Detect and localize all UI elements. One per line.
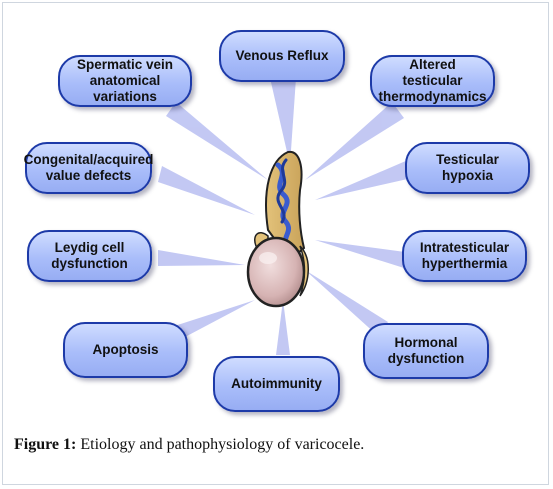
ray-intratesticular-hyperthermia xyxy=(315,240,405,268)
figure-frame xyxy=(2,2,549,485)
testis-varicocele-icon xyxy=(246,150,309,308)
node-testicular-hypoxia: Testicular hypoxia xyxy=(405,142,530,194)
ray-hormonal-dysfunction xyxy=(305,270,388,336)
ray-altered-thermo xyxy=(305,102,404,180)
node-apoptosis: Apoptosis xyxy=(63,322,188,378)
ray-spermatic xyxy=(166,102,268,180)
node-hormonal-dysfunction: Hormonal dysfunction xyxy=(363,323,489,379)
ray-venous-reflux xyxy=(270,78,296,165)
node-altered-thermodynamics: Altered testicular thermodynamics xyxy=(370,55,495,107)
caption-label: Figure 1: xyxy=(14,436,77,453)
caption-text: Etiology and pathophysiology of varicoce… xyxy=(76,436,365,453)
node-congenital-defects: Congenital/acquired value defects xyxy=(24,142,153,194)
node-venous-reflux: Venous Reflux xyxy=(219,30,345,82)
ray-autoimmunity xyxy=(276,300,290,355)
ray-leydig xyxy=(158,250,245,266)
node-autoimmunity: Autoimmunity xyxy=(213,356,340,412)
figure-caption: Figure 1: Etiology and pathophysiology o… xyxy=(14,436,364,454)
diagram-canvas xyxy=(158,78,412,355)
ray-testicular-hypoxia xyxy=(315,160,412,200)
ray-congenital xyxy=(158,166,255,215)
node-intratesticular-hyperthermia: Intratesticular hyperthermia xyxy=(402,230,527,282)
node-spermatic-vein-variations: Spermatic vein anatomical variations xyxy=(58,55,192,107)
node-leydig-dysfunction: Leydig cell dysfunction xyxy=(27,230,152,282)
